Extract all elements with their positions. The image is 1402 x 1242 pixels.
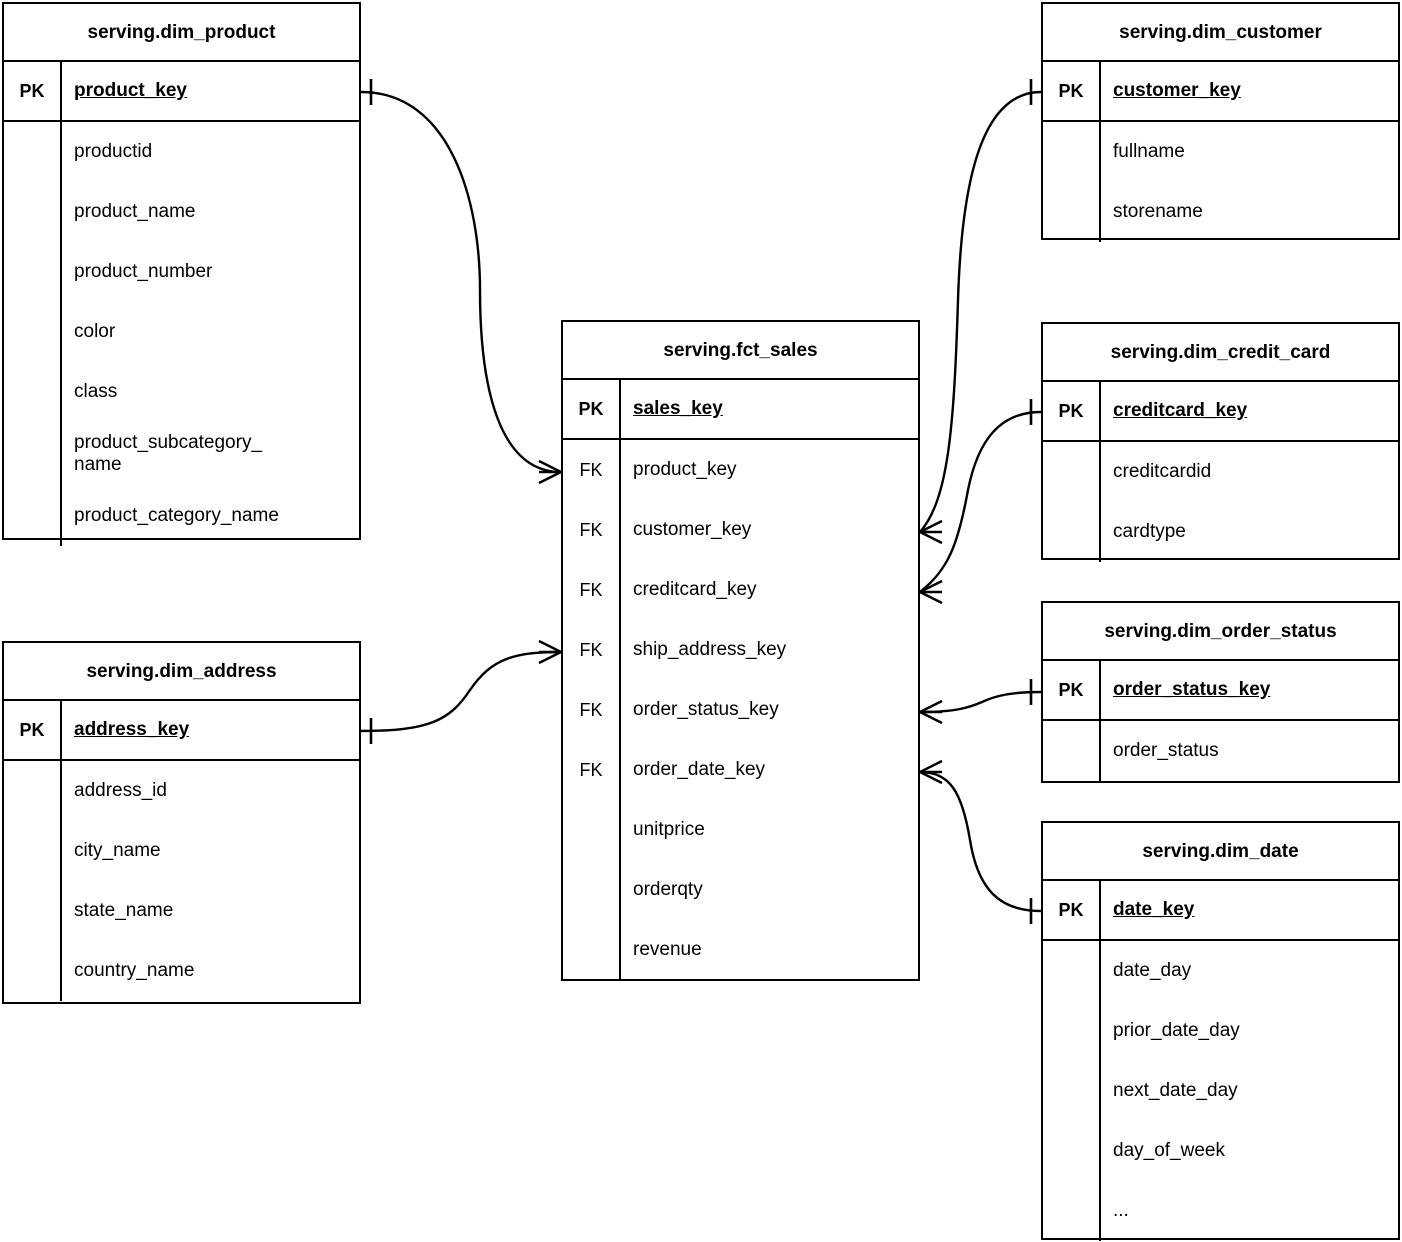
relationship-dim-address-to-fct-sales [360, 639, 562, 744]
pk-field-name: creditcard_key [1113, 399, 1248, 421]
entity-title-dim-product: serving.dim_product [4, 4, 359, 62]
fk-badge: FK [563, 560, 621, 620]
fk-list-fct-sales: FK product_key FK customer_key FK credit… [563, 440, 918, 800]
key-gutter [1043, 442, 1101, 562]
pk-field-name: product_key [74, 79, 187, 101]
attribute-row: fullname [1113, 140, 1185, 162]
attribute-list-dim-address: address_id city_name state_name country_… [4, 761, 359, 1001]
pk-row-fct-sales[interactable]: PK sales_key [563, 380, 918, 440]
relationship-dim-product-to-fct-sales [360, 79, 562, 485]
pk-field-name: order_status_key [1113, 678, 1271, 700]
pk-row-dim-order-status[interactable]: PK order_status_key [1043, 661, 1398, 721]
entity-dim-product[interactable]: serving.dim_product PK product_key produ… [2, 2, 361, 546]
attribute-list-dim-product: productid product_name product_number co… [4, 122, 359, 546]
attribute-row: class [74, 380, 118, 402]
key-gutter [4, 122, 62, 546]
entity-title-fct-sales: serving.fct_sales [563, 322, 918, 380]
relationship-dim-order-status-to-fct-sales [919, 679, 1042, 725]
fk-field-name: creditcard_key [633, 578, 757, 600]
entity-title-dim-credit-card: serving.dim_credit_card [1043, 324, 1398, 382]
fk-row[interactable]: FK creditcard_key [563, 560, 918, 620]
measure-list-fct-sales: unitprice orderqty revenue [563, 800, 918, 980]
entity-title-dim-address: serving.dim_address [4, 643, 359, 701]
attribute-row: product_name [74, 200, 196, 222]
fk-row[interactable]: FK customer_key [563, 500, 918, 560]
attribute-row: creditcardid [1113, 460, 1212, 482]
attribute-row: date_day [1113, 959, 1192, 981]
fk-row[interactable]: FK order_date_key [563, 740, 918, 800]
attribute-row-ellipsis: ... [1113, 1199, 1129, 1221]
entity-dim-order-status[interactable]: serving.dim_order_status PK order_status… [1041, 601, 1400, 783]
key-gutter [1043, 721, 1101, 781]
attribute-list-dim-order-status: order_status [1043, 721, 1398, 781]
attribute-row: address_id [74, 779, 167, 801]
attribute-row: cardtype [1113, 520, 1186, 542]
fk-row[interactable]: FK order_status_key [563, 680, 918, 740]
entity-dim-customer[interactable]: serving.dim_customer PK customer_key ful… [1041, 2, 1400, 242]
fk-badge: FK [563, 740, 621, 800]
entity-fct-sales[interactable]: serving.fct_sales PK sales_key FK produc… [561, 320, 920, 981]
pk-badge: PK [1043, 661, 1101, 719]
attribute-row: order_status [1113, 739, 1219, 761]
relationship-dim-date-to-fct-sales [919, 759, 1042, 924]
attribute-row: prior_date_day [1113, 1019, 1240, 1041]
pk-field-name: date_key [1113, 898, 1195, 920]
fk-row[interactable]: FK ship_address_key [563, 620, 918, 680]
pk-field-name: sales_key [633, 397, 723, 419]
key-gutter [1043, 941, 1101, 1241]
fk-field-name: customer_key [633, 518, 752, 540]
pk-row-dim-customer[interactable]: PK customer_key [1043, 62, 1398, 122]
attribute-list-dim-customer: fullname storename [1043, 122, 1398, 242]
measure-row: unitprice [633, 818, 705, 840]
attribute-row: state_name [74, 899, 174, 921]
attribute-row: next_date_day [1113, 1079, 1238, 1101]
pk-badge: PK [1043, 881, 1101, 939]
pk-field-name: address_key [74, 718, 190, 740]
relationship-dim-customer-to-fct-sales [919, 79, 1042, 545]
key-gutter [1043, 122, 1101, 242]
pk-badge: PK [4, 701, 62, 759]
pk-row-dim-product[interactable]: PK product_key [4, 62, 359, 122]
pk-badge: PK [563, 380, 621, 438]
attribute-row: product_category_name [74, 504, 279, 526]
entity-dim-address[interactable]: serving.dim_address PK address_key addre… [2, 641, 361, 1004]
pk-row-dim-address[interactable]: PK address_key [4, 701, 359, 761]
key-gutter [563, 800, 621, 980]
attribute-list-dim-date: date_day prior_date_day next_date_day da… [1043, 941, 1398, 1241]
pk-row-dim-date[interactable]: PK date_key [1043, 881, 1398, 941]
entity-dim-date[interactable]: serving.dim_date PK date_key date_day pr… [1041, 821, 1400, 1241]
attribute-row: product_number [74, 260, 213, 282]
fk-row[interactable]: FK product_key [563, 440, 918, 500]
attribute-row: productid [74, 140, 153, 162]
pk-badge: PK [1043, 382, 1101, 440]
relationship-dim-credit-card-to-fct-sales [919, 399, 1042, 605]
attribute-row: color [74, 320, 116, 342]
key-gutter [4, 761, 62, 1001]
fk-field-name: order_status_key [633, 698, 779, 720]
fk-badge: FK [563, 680, 621, 740]
fk-field-name: order_date_key [633, 758, 766, 780]
pk-row-dim-credit-card[interactable]: PK creditcard_key [1043, 382, 1398, 442]
attribute-row: storename [1113, 200, 1203, 222]
fk-field-name: product_key [633, 458, 737, 480]
attribute-row: city_name [74, 839, 161, 861]
pk-badge: PK [4, 62, 62, 120]
attribute-row: country_name [74, 959, 195, 981]
fk-field-name: ship_address_key [633, 638, 787, 660]
attribute-row: product_subcategory_ name [74, 431, 263, 475]
entity-dim-credit-card[interactable]: serving.dim_credit_card PK creditcard_ke… [1041, 322, 1400, 562]
entity-title-dim-order-status: serving.dim_order_status [1043, 603, 1398, 661]
measure-row: orderqty [633, 878, 703, 900]
measure-row: revenue [633, 938, 702, 960]
pk-field-name: customer_key [1113, 79, 1241, 101]
fk-badge: FK [563, 440, 621, 500]
entity-title-dim-customer: serving.dim_customer [1043, 4, 1398, 62]
fk-badge: FK [563, 500, 621, 560]
pk-badge: PK [1043, 62, 1101, 120]
attribute-row: day_of_week [1113, 1139, 1225, 1161]
attribute-list-dim-credit-card: creditcardid cardtype [1043, 442, 1398, 562]
fk-badge: FK [563, 620, 621, 680]
entity-title-dim-date: serving.dim_date [1043, 823, 1398, 881]
